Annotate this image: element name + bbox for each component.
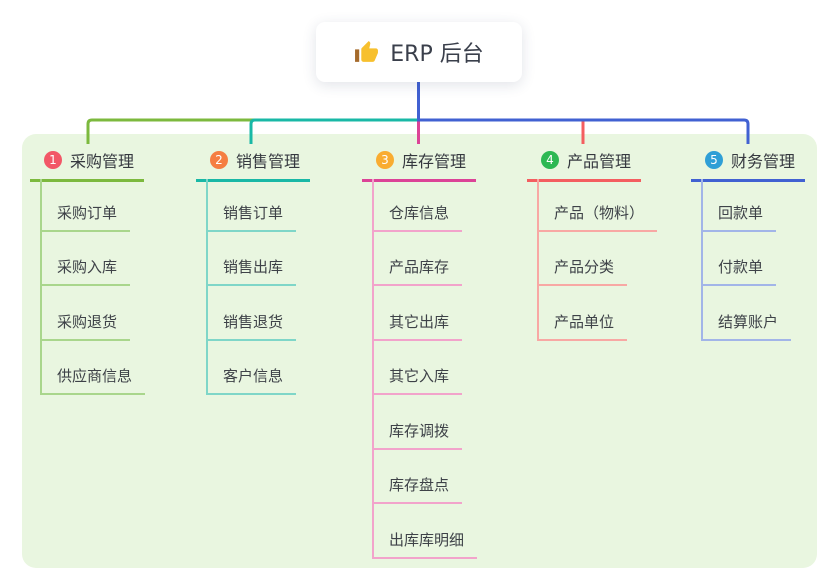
- node-outbound-detail[interactable]: 出库库明细: [372, 531, 478, 559]
- branches-panel: [22, 134, 817, 568]
- branch-label-finance: 财务管理: [731, 152, 796, 171]
- branch-header-sales[interactable]: 2 销售管理: [196, 148, 311, 182]
- node-supplier-info[interactable]: 供应商信息: [40, 367, 146, 395]
- node-receipt-note[interactable]: 回款单: [701, 204, 777, 232]
- branch-children-line-finance: [701, 179, 703, 341]
- branch-badge-1: 1: [44, 151, 62, 169]
- root-title: ERP 后台: [390, 42, 484, 67]
- branch-label-sales: 销售管理: [236, 152, 301, 171]
- node-sales-outbound[interactable]: 销售出库: [206, 258, 297, 286]
- branch-header-inventory[interactable]: 3 库存管理: [362, 148, 477, 182]
- branch-children-line-purchase: [40, 179, 42, 395]
- node-product-unit[interactable]: 产品单位: [537, 313, 628, 341]
- branch-label-product: 产品管理: [567, 152, 632, 171]
- thumbs-up-icon: [355, 40, 379, 62]
- node-other-inbound[interactable]: 其它入库: [372, 367, 463, 395]
- node-payment-note[interactable]: 付款单: [701, 258, 777, 286]
- node-customer-info[interactable]: 客户信息: [206, 367, 297, 395]
- branch-children-line-sales: [206, 179, 208, 395]
- node-settlement-account[interactable]: 结算账户: [701, 313, 792, 341]
- node-stock-transfer[interactable]: 库存调拨: [372, 422, 463, 450]
- node-product-category[interactable]: 产品分类: [537, 258, 628, 286]
- node-warehouse-info[interactable]: 仓库信息: [372, 204, 463, 232]
- branch-label-purchase: 采购管理: [70, 152, 135, 171]
- branch-children-line-inventory: [372, 179, 374, 559]
- node-purchase-order[interactable]: 采购订单: [40, 204, 131, 232]
- branch-header-product[interactable]: 4 产品管理: [527, 148, 642, 182]
- branch-children-line-product: [537, 179, 539, 341]
- branch-header-finance[interactable]: 5 财务管理: [691, 148, 806, 182]
- node-sales-order[interactable]: 销售订单: [206, 204, 297, 232]
- node-purchase-inbound[interactable]: 采购入库: [40, 258, 131, 286]
- branch-label-inventory: 库存管理: [402, 152, 467, 171]
- branch-badge-3: 3: [376, 151, 394, 169]
- branch-badge-2: 2: [210, 151, 228, 169]
- node-product-stock[interactable]: 产品库存: [372, 258, 463, 286]
- node-purchase-return[interactable]: 采购退货: [40, 313, 131, 341]
- branch-badge-5: 5: [705, 151, 723, 169]
- branch-badge-4: 4: [541, 151, 559, 169]
- node-product-material[interactable]: 产品（物料）: [537, 204, 658, 232]
- node-stock-taking[interactable]: 库存盘点: [372, 476, 463, 504]
- root-node[interactable]: ERP 后台: [316, 22, 522, 82]
- node-other-outbound[interactable]: 其它出库: [372, 313, 463, 341]
- branch-header-purchase[interactable]: 1 采购管理: [30, 148, 145, 182]
- node-sales-return[interactable]: 销售退货: [206, 313, 297, 341]
